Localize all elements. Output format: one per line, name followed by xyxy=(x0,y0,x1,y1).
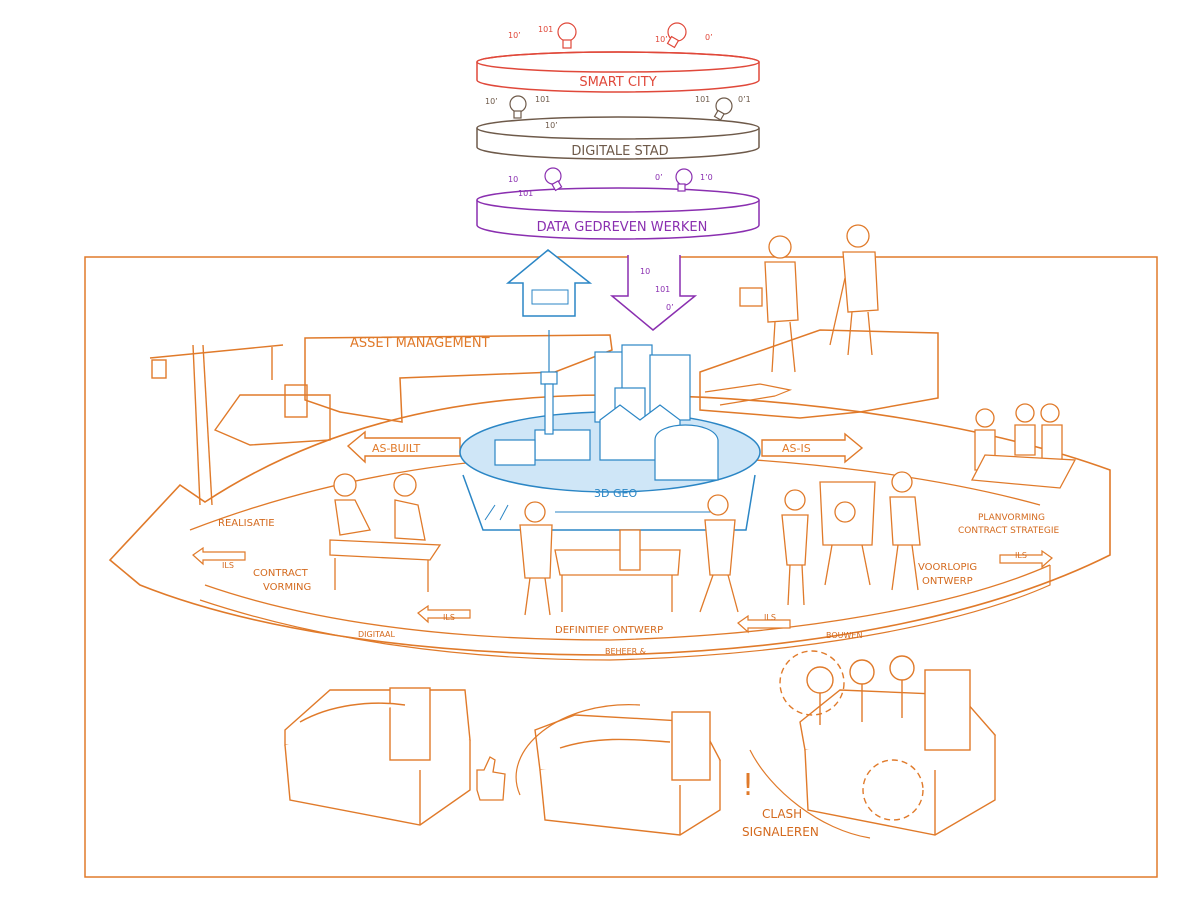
binary-text: 0’ xyxy=(705,33,713,42)
binary-text: 10’ xyxy=(655,35,668,44)
thumbs-up-icon xyxy=(476,756,506,801)
realisatie-label: REALISATIE xyxy=(218,518,275,529)
as-built-arrow-icon xyxy=(346,430,461,464)
asset-management-platform xyxy=(304,334,613,423)
exclamation-icon: ! xyxy=(742,768,754,803)
euromast-tower-icon xyxy=(540,330,558,435)
contract-vorming-label-2: VORMING xyxy=(263,582,311,593)
outer-frame xyxy=(84,256,1158,878)
binary-text: 1’0 xyxy=(700,173,713,182)
bottom-model-middle xyxy=(534,711,721,836)
bottom-model-left xyxy=(284,687,471,826)
voorlopig-ontwerp-label-2: ONTWERP xyxy=(922,576,973,587)
binary-text: 101 xyxy=(538,25,553,34)
planning-team-icon xyxy=(970,403,1077,489)
as-built-label: AS-BUILT xyxy=(372,442,421,455)
cycle-arrow xyxy=(515,704,871,839)
binary-text: 10’ xyxy=(485,97,498,106)
clash-label-2: SIGNALEREN xyxy=(742,825,819,839)
binary-text: 0’1 xyxy=(738,95,751,104)
binary-text: 0’ xyxy=(655,173,663,182)
binary-text: 10 xyxy=(640,267,650,276)
digitale-stad-ring xyxy=(476,116,760,160)
ils-label: ILS xyxy=(764,613,776,622)
beheer-label: BEHEER & xyxy=(605,647,646,656)
handshake-people-icon xyxy=(329,473,442,592)
binary-text: 10’ xyxy=(508,31,521,40)
planvorming-label-1: PLANVORMING xyxy=(978,513,1045,523)
geo-label: 3D GEO xyxy=(594,487,637,500)
binary-text: 101 xyxy=(535,95,550,104)
data-gedreven-label: DATA GEDREVEN WERKEN xyxy=(537,220,708,235)
as-is-arrow-icon xyxy=(761,432,864,464)
binary-text: 0’ xyxy=(666,303,674,312)
asset-platform-right xyxy=(699,329,939,419)
binary-text: 10 xyxy=(508,175,518,184)
asset-manager-people-icon xyxy=(739,224,879,373)
binary-text: 101 xyxy=(655,285,670,294)
up-arrow-icon xyxy=(505,249,593,317)
lightbulb-icon xyxy=(509,95,733,121)
city-buildings xyxy=(494,344,719,481)
design-team-icon xyxy=(519,494,739,616)
clash-highlight-circle xyxy=(862,759,924,821)
ils-label: ILS xyxy=(222,561,234,570)
bouwen-label: BOUWEN xyxy=(826,631,862,640)
definitief-ontwerp-label: DEFINITIEF ONTWERP xyxy=(555,625,663,636)
clash-label-1: CLASH xyxy=(762,807,802,821)
lightbulb-icon xyxy=(557,22,687,49)
lightbulb-icon xyxy=(544,167,693,192)
smart-city-label: SMART CITY xyxy=(579,75,656,90)
digitaal-label: DIGITAAL xyxy=(358,630,396,639)
geo-base-detail xyxy=(484,504,720,521)
binary-text: 10’ xyxy=(545,121,558,130)
binary-text: 101 xyxy=(518,189,533,198)
down-arrow-icon xyxy=(609,255,698,331)
ils-label: ILS xyxy=(443,613,455,622)
clash-highlight-circle xyxy=(779,650,845,716)
bottom-model-right xyxy=(799,655,997,836)
lifecycle-ring-edge xyxy=(199,565,1051,661)
binary-text: 101 xyxy=(695,95,710,104)
grid-block-icon xyxy=(531,289,569,305)
voorlopig-ontwerp-label-1: VOORLOPIG xyxy=(918,562,977,573)
as-is-label: AS-IS xyxy=(782,442,811,455)
ils-arrow-icon xyxy=(192,546,1053,634)
flipchart-presentation-icon xyxy=(781,471,921,606)
smart-city-ring xyxy=(476,51,760,93)
planvorming-label-2: CONTRACT STRATEGIE xyxy=(958,526,1059,536)
data-gedreven-ring xyxy=(476,187,760,240)
ils-label: ILS xyxy=(1015,551,1027,560)
asset-management-label: ASSET MANAGEMENT xyxy=(350,336,490,351)
contract-vorming-label-1: CONTRACT xyxy=(253,568,309,579)
digitale-stad-label: DIGITALE STAD xyxy=(571,144,668,159)
lifecycle-ring-outer xyxy=(108,394,1111,656)
crane-icon xyxy=(149,344,331,506)
